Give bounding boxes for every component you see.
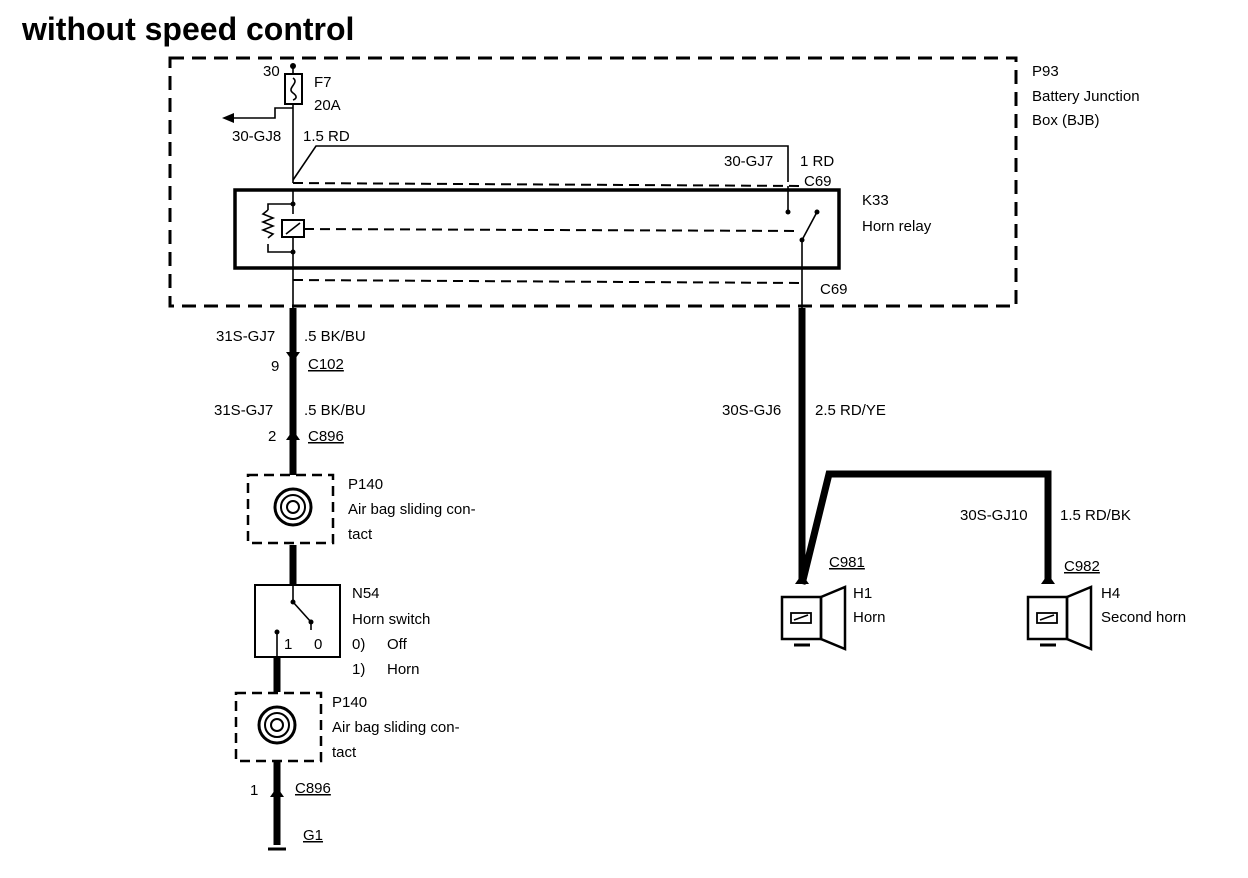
horn1-connector: C981 [829, 554, 865, 571]
relay-feed-connector: C69 [804, 173, 832, 190]
right-wire-circuit: 30S-GJ6 [722, 402, 781, 419]
switch-pos-0: 0 [314, 636, 322, 653]
switch-state-0-label: Off [387, 636, 408, 653]
fuse-id: F7 [314, 74, 332, 91]
fuse-f7-symbol [284, 63, 303, 183]
airbag-bottom-line1: Air bag sliding con- [332, 719, 460, 736]
bjb-name-line1: Battery Junction [1032, 88, 1140, 105]
horn2-id: H4 [1101, 585, 1120, 602]
bjb-name-line2: Box (BJB) [1032, 112, 1100, 129]
switch-state-1-num: 1) [352, 661, 365, 678]
airbag-contact-bottom [234, 691, 323, 763]
left-wire-2-connector: C896 [308, 428, 344, 445]
airbag-bottom-line2: tact [332, 744, 357, 761]
airbag-bottom-id: P140 [332, 694, 367, 711]
left-wire-2-circuit: 31S-GJ7 [214, 402, 273, 419]
switch-state-0-num: 0) [352, 636, 365, 653]
airbag-top-line2: tact [348, 526, 373, 543]
feed-circuit: 30-GJ8 [232, 128, 281, 145]
horn-switch-name: Horn switch [352, 611, 430, 628]
ground-pin: 1 [250, 782, 258, 799]
bjb-outline [168, 56, 1018, 308]
left-ground-wire [268, 268, 300, 851]
airbag-top-line1: Air bag sliding con- [348, 501, 476, 518]
c69-output-line [292, 279, 803, 284]
horn-switch-id: N54 [352, 585, 380, 602]
relay-feed-circuit: 30-GJ7 [724, 153, 773, 170]
horn-switch-n54 [254, 584, 341, 658]
feed-wire: 1.5 RD [303, 128, 350, 145]
horn2-connector: C982 [1064, 558, 1100, 575]
diagram-title: without speed control [21, 11, 354, 47]
left-wire-1-pin: 9 [271, 358, 279, 375]
left-wire-2-wire: .5 BK/BU [304, 402, 366, 419]
horn-h1-symbol [780, 585, 847, 651]
relay-name: Horn relay [862, 218, 932, 235]
feed-arrow [222, 107, 293, 123]
relay-feed-wire [292, 145, 801, 187]
ground-connector: C896 [295, 780, 331, 797]
horn2-name: Second horn [1101, 609, 1186, 626]
ground-id: G1 [303, 827, 323, 844]
bjb-id: P93 [1032, 63, 1059, 80]
relay-id: K33 [862, 192, 889, 209]
fuse-rating: 20A [314, 97, 341, 114]
horn1-name: Horn [853, 609, 886, 626]
branch-wire-wire: 1.5 RD/BK [1060, 507, 1131, 524]
airbag-contact-top [246, 473, 335, 545]
left-wire-1-wire: .5 BK/BU [304, 328, 366, 345]
relay-out-connector: C69 [820, 281, 848, 298]
right-wire-wire: 2.5 RD/YE [815, 402, 886, 419]
horn-h4-symbol [1026, 585, 1093, 651]
fuse-terminal: 30 [263, 63, 280, 80]
switch-state-1-label: Horn [387, 661, 420, 678]
branch-wire-circuit: 30S-GJ10 [960, 507, 1028, 524]
relay-feed-wire: 1 RD [800, 153, 834, 170]
right-horn-wire [795, 268, 1055, 585]
left-wire-1-connector: C102 [308, 356, 344, 373]
relay-k33-box [233, 188, 841, 270]
left-wire-1-circuit: 31S-GJ7 [216, 328, 275, 345]
switch-pos-1: 1 [284, 636, 292, 653]
airbag-top-id: P140 [348, 476, 383, 493]
relay-contact [785, 186, 820, 268]
relay-coil [260, 190, 801, 268]
left-wire-2-pin: 2 [268, 428, 276, 445]
horn1-id: H1 [853, 585, 872, 602]
